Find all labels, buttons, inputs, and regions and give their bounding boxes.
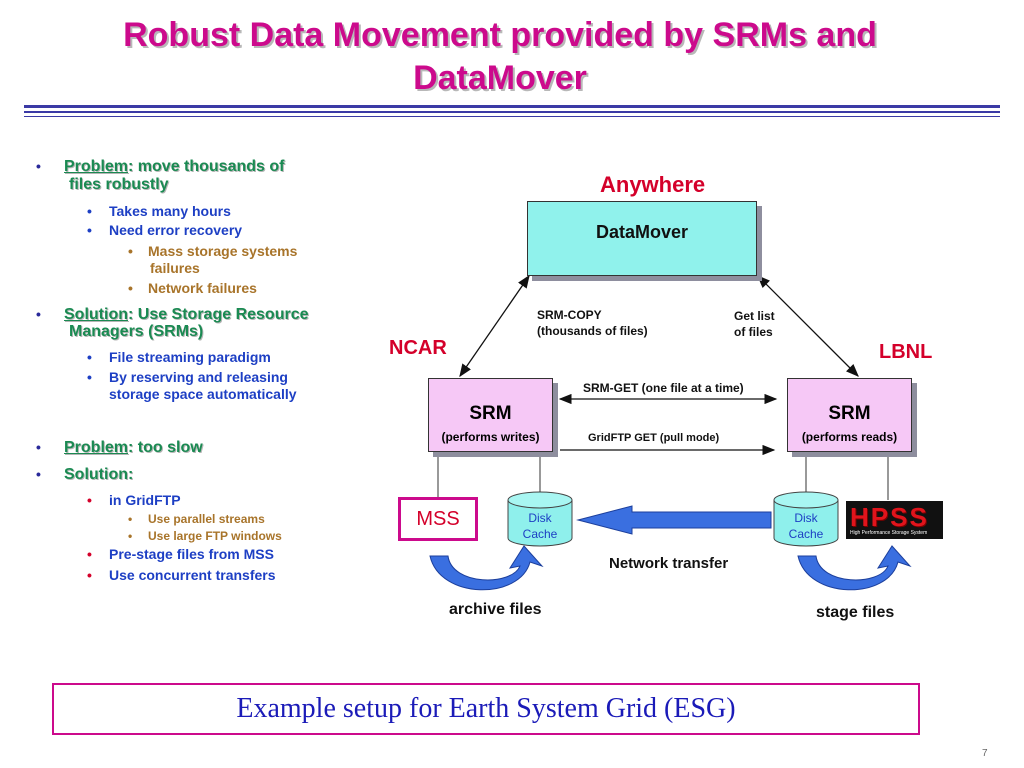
label-lbnl: LBNL — [879, 341, 933, 363]
hpss-logo-text: HPSS — [850, 502, 929, 532]
mss-label: MSS — [416, 508, 460, 530]
srm-right-box: SRM (performs reads) — [787, 378, 912, 452]
problem-label: Problem — [64, 439, 129, 456]
sub-bullet-hours: •Takes many hours — [87, 203, 231, 219]
arrow-datamover-ncar — [459, 274, 530, 378]
hpss-logo: HPSS High Performance Storage System — [846, 501, 943, 539]
label-stage-files: stage files — [816, 604, 895, 621]
label-ncar: NCAR — [389, 337, 447, 359]
label-archive-files: archive files — [449, 601, 542, 618]
disk-right-line1: Disk — [794, 511, 818, 525]
disk-left-line1: Disk — [528, 511, 552, 525]
sub-bullet-reserving-cont: storage space automatically — [109, 386, 297, 402]
sub-bullet-prestage: •Pre-stage files from MSS — [87, 546, 274, 562]
label-network-transfer: Network transfer — [609, 555, 729, 572]
problem-label: Problem — [64, 158, 129, 175]
datamover-box: DataMover — [527, 201, 757, 276]
srm-left-title: SRM — [469, 403, 512, 424]
srm-left-subtitle: (performs writes) — [441, 430, 540, 444]
srm-right-title: SRM — [828, 403, 871, 424]
slide-title: Robust Data Movement provided by SRMs an… — [60, 14, 940, 100]
network-transfer-arrow — [576, 505, 772, 535]
get-list-line2: of files — [734, 325, 773, 339]
srm-right-subtitle: (performs reads) — [801, 430, 898, 444]
get-list-line1: Get list — [734, 309, 775, 323]
srm-left-box: SRM (performs writes) — [428, 378, 553, 452]
title-line-1: Robust Data Movement provided by SRMs an… — [123, 16, 877, 54]
sub-text: Need error recovery — [109, 222, 243, 238]
disk-cache-left-label: Disk Cache — [508, 510, 572, 542]
srm-copy-line2: (thousands of files) — [537, 324, 648, 338]
label-srm-get: SRM-GET (one file at a time) — [583, 381, 744, 395]
bullet-solution-2: •Solution: — [36, 466, 134, 483]
title-rule-thin — [24, 116, 1000, 117]
sub-bullet-concurrent: •Use concurrent transfers — [87, 567, 276, 583]
sub-text: Takes many hours — [109, 203, 231, 219]
caption-text: Example setup for Earth System Grid (ESG… — [236, 693, 736, 724]
stage-curved-arrow — [797, 545, 912, 591]
mss-box: MSS — [398, 497, 478, 541]
sub-sub-bullet-mss-failures: •Mass storage systems — [128, 243, 298, 259]
datamover-label: DataMover — [595, 222, 689, 242]
sub-bullet-reserving: •By reserving and releasing — [87, 369, 288, 385]
bullet-problem-2: •Problem: too slow — [36, 439, 203, 456]
bullet-solution-1: •Solution: Use Storage Resource — [36, 306, 309, 323]
caption-box: Example setup for Earth System Grid (ESG… — [52, 683, 920, 735]
disk-right-line2: Cache — [788, 527, 824, 541]
page-number: 7 — [982, 748, 988, 759]
sub-text: By reserving and releasing — [109, 369, 288, 385]
label-anywhere: Anywhere — [600, 172, 706, 197]
sub-sub-bullet-mss-failures-cont: failures — [150, 260, 200, 276]
label-srm-copy: SRM-COPY (thousands of files) — [537, 307, 648, 339]
solution-text: : Use Storage Resource — [127, 306, 309, 323]
disk-cache-right-label: Disk Cache — [774, 510, 838, 542]
sub-text: Use large FTP windows — [148, 529, 282, 543]
sub-sub-bullet-ftp-windows: •Use large FTP windows — [128, 529, 282, 543]
arrow-datamover-lbnl — [757, 275, 859, 377]
srm-copy-line1: SRM-COPY — [537, 308, 602, 322]
sub-bullet-gridftp: •in GridFTP — [87, 492, 181, 508]
sub-text: Use parallel streams — [148, 512, 265, 526]
bullet-problem-1: • Problem: move thousands of — [36, 157, 284, 176]
solution-label: Solution: — [64, 466, 134, 483]
problem-text: : too slow — [128, 439, 203, 456]
sub-text: Pre-stage files from MSS — [109, 546, 274, 562]
sub-text: in GridFTP — [109, 492, 181, 508]
bullet-solution-1-cont: Managers (SRMs) — [69, 323, 204, 340]
title-line-2: DataMover — [413, 59, 587, 97]
bullet-problem-1-cont: files robustly — [69, 176, 169, 193]
bullet-dot: • — [36, 158, 41, 174]
disk-cache-left-shape — [507, 491, 573, 547]
problem-text: : move thousands of — [128, 158, 285, 175]
sub-bullet-error-recovery: •Need error recovery — [87, 222, 243, 238]
sub-text: File streaming paradigm — [109, 349, 271, 365]
sub-bullet-streaming: •File streaming paradigm — [87, 349, 271, 365]
label-gridftp: GridFTP GET (pull mode) — [588, 432, 720, 444]
solution-label: Solution — [64, 306, 128, 323]
label-get-list: Get list of files — [734, 308, 775, 340]
sub-sub-bullet-parallel: •Use parallel streams — [128, 512, 265, 526]
archive-curved-arrow — [429, 545, 544, 591]
title-rule-mid — [24, 111, 1000, 113]
disk-cache-right-shape — [773, 491, 839, 547]
sub-text: Mass storage systems — [148, 243, 298, 259]
title-rule-thick — [24, 105, 1000, 108]
disk-left-line2: Cache — [522, 527, 558, 541]
hpss-logo-subtitle: High Performance Storage System — [850, 530, 928, 536]
sub-text: Use concurrent transfers — [109, 567, 276, 583]
sub-sub-bullet-network-failures: •Network failures — [128, 280, 257, 296]
sub-text: Network failures — [148, 280, 257, 296]
